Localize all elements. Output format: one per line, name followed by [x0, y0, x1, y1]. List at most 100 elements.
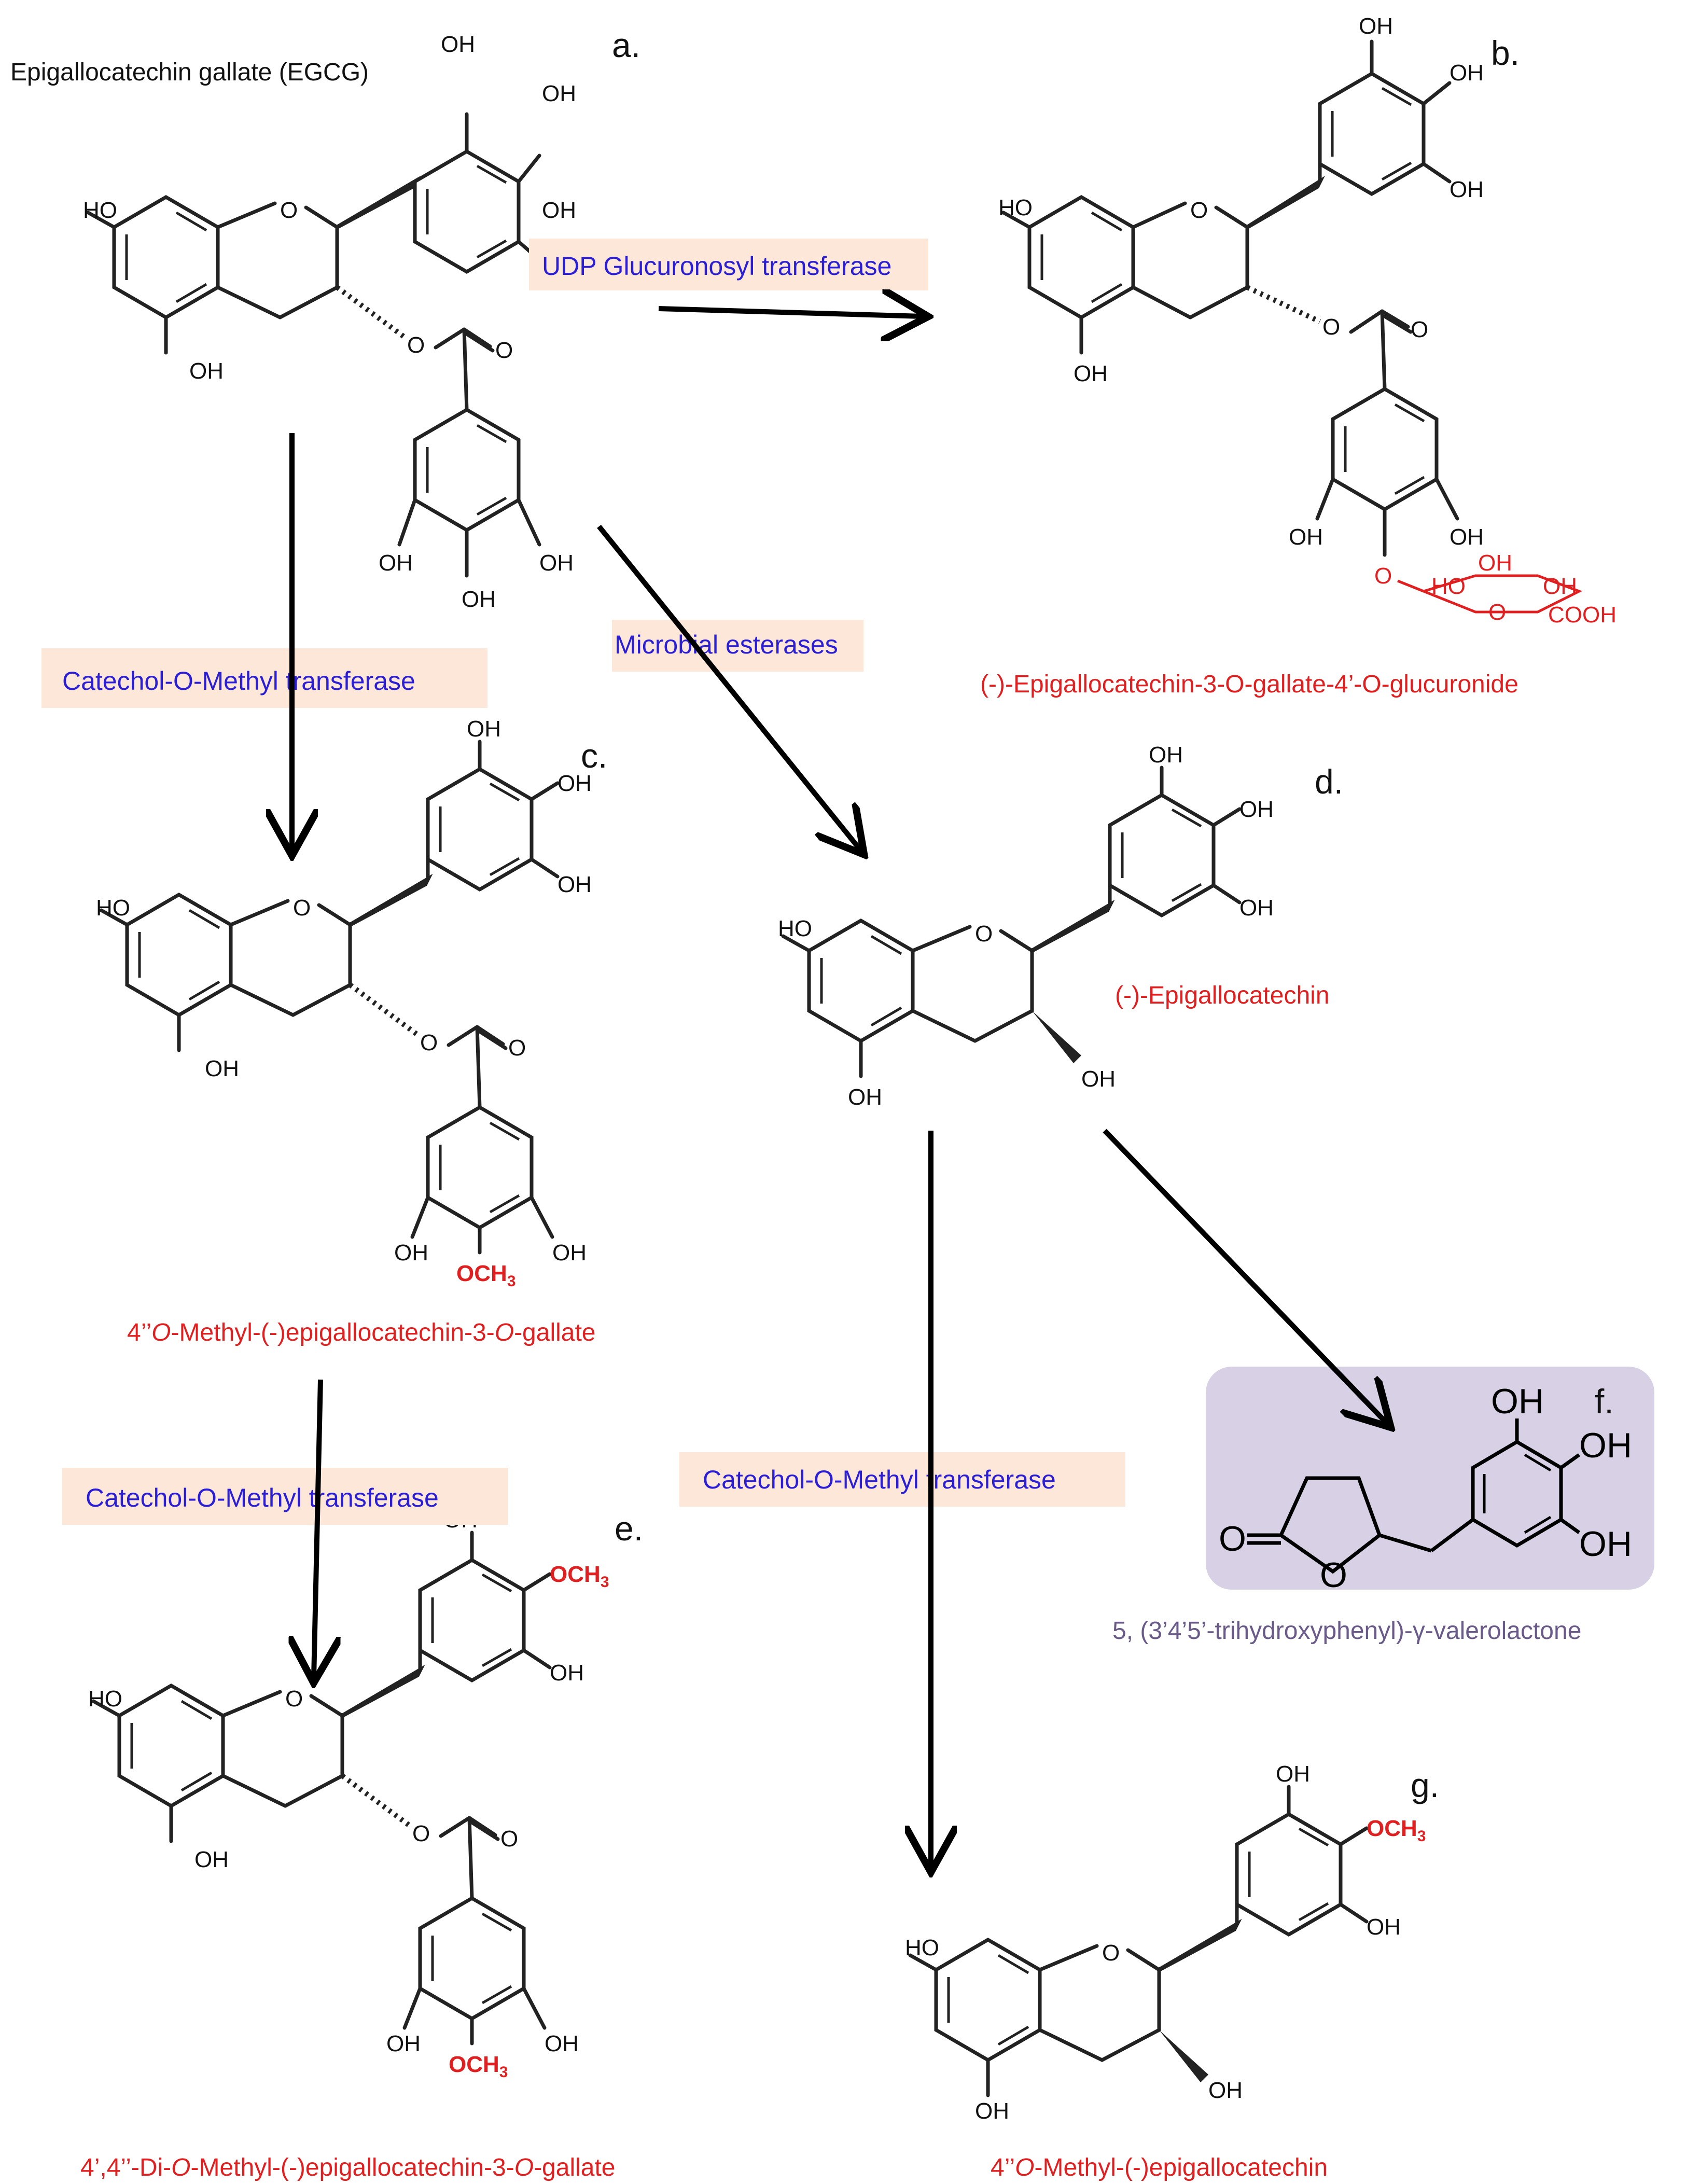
- svg-text:OH: OH: [550, 1660, 584, 1686]
- svg-text:O: O: [1320, 1555, 1347, 1595]
- svg-text:O: O: [407, 332, 425, 358]
- svg-text:HO: HO: [998, 195, 1033, 220]
- svg-text:OH: OH: [975, 2098, 1009, 2124]
- svg-text:OH: OH: [552, 1240, 587, 1265]
- compound-e-name: 4’,4’’-Di-O-Methyl-(-)epigallocatechin-3…: [80, 2154, 616, 2181]
- svg-text:O: O: [1190, 198, 1208, 223]
- compound-g-name: 4’’O-Methyl-(-)epigallocatechin: [991, 2154, 1328, 2181]
- svg-text:OH: OH: [558, 872, 592, 897]
- svg-text:OH: OH: [1450, 524, 1484, 550]
- enzyme-comt-3: Catechol-O-Methyl transferase: [679, 1452, 1125, 1507]
- svg-text:OH: OH: [189, 358, 224, 384]
- compound-e-letter: e.: [615, 1509, 643, 1548]
- svg-text:OH: OH: [558, 771, 592, 796]
- arrow-a-to-d: [597, 524, 861, 851]
- enzyme-comt-3-box: [679, 1452, 1125, 1507]
- compound-a-egcg: Epigallocatechin gallate (EGCG) a.: [10, 26, 640, 612]
- enzyme-ugt: UDP Glucuronosyl transferase: [529, 239, 928, 290]
- svg-text:COOH: COOH: [1548, 602, 1617, 628]
- svg-text:OH: OH: [462, 587, 496, 612]
- svg-text:OH: OH: [1081, 1066, 1116, 1092]
- svg-text:O: O: [420, 1030, 438, 1055]
- svg-text:O: O: [1219, 1519, 1246, 1559]
- enzyme-comt-2: Catechol-O-Methyl transferase: [62, 1468, 508, 1525]
- svg-text:OH: OH: [545, 2031, 579, 2056]
- svg-text:OH: OH: [386, 2031, 421, 2056]
- svg-text:O: O: [285, 1686, 303, 1712]
- enzyme-esterases-label: Microbial esterases: [615, 630, 838, 659]
- svg-text:OH: OH: [1074, 361, 1108, 386]
- enzyme-esterases-box: [612, 620, 863, 672]
- svg-text:O: O: [495, 338, 513, 363]
- compound-d-name: (-)-Epigallocatechin: [1115, 982, 1330, 1009]
- compound-f-name: 5, (3’4’5’-trihydroxyphenyl)-γ-valerolac…: [1112, 1617, 1581, 1645]
- svg-text:OH: OH: [542, 81, 576, 106]
- compound-g-methyl-epigallocatechin: g. HO O OH OH OCH3: [905, 1761, 1439, 2181]
- arrow-c-to-e: [314, 1379, 321, 1678]
- compound-d-letter: d.: [1315, 762, 1343, 801]
- lactone-box: [1206, 1367, 1654, 1590]
- svg-text:O: O: [975, 921, 993, 947]
- svg-text:HO: HO: [905, 1935, 939, 1960]
- compound-a-name: Epigallocatechin gallate (EGCG): [10, 59, 369, 86]
- svg-text:OCH3: OCH3: [449, 2052, 508, 2081]
- svg-text:OH: OH: [1359, 13, 1393, 39]
- compound-c-letter: c.: [581, 736, 607, 775]
- svg-text:O: O: [1322, 314, 1340, 340]
- svg-text:O: O: [412, 1821, 430, 1846]
- svg-text:OCH3: OCH3: [550, 1562, 609, 1591]
- enzyme-comt-2-box: [62, 1468, 508, 1525]
- svg-text:OH: OH: [1450, 60, 1484, 86]
- compound-f-letter: f.: [1595, 1382, 1614, 1421]
- svg-text:OH: OH: [379, 550, 413, 576]
- enzyme-esterases: Microbial esterases: [612, 620, 863, 672]
- svg-text:HO: HO: [88, 1686, 122, 1712]
- enzyme-ugt-label: UDP Glucuronosyl transferase: [542, 252, 891, 281]
- svg-text:OH: OH: [542, 198, 576, 223]
- compound-b-name: (-)-Epigallocatechin-3-O-gallate-4’-O-gl…: [980, 671, 1518, 698]
- enzyme-ugt-box: [529, 239, 928, 290]
- svg-text:OH: OH: [1579, 1524, 1632, 1564]
- svg-text:OH: OH: [1579, 1426, 1632, 1465]
- svg-text:OCH3: OCH3: [456, 1261, 515, 1290]
- svg-text:OH: OH: [1450, 177, 1484, 202]
- svg-text:O: O: [293, 895, 311, 921]
- compound-d-epigallocatechin: d. HO O OH OH OH: [778, 742, 1343, 1110]
- svg-text:OH: OH: [1543, 574, 1577, 599]
- svg-text:O: O: [1102, 1940, 1120, 1966]
- enzyme-comt-3-label: Catechol-O-Methyl transferase: [703, 1465, 1056, 1494]
- svg-text:OH: OH: [1276, 1761, 1310, 1787]
- svg-text:OH: OH: [1149, 742, 1183, 768]
- compound-c-methyl-egcg: c.: [96, 716, 607, 1346]
- svg-text:HO: HO: [83, 198, 117, 223]
- enzyme-comt-1: Catechol-O-Methyl transferase: [41, 648, 487, 708]
- arrow-a-to-b: [658, 309, 923, 316]
- svg-text:O: O: [1411, 317, 1428, 342]
- compound-f-valerolactone: f. O O OH OH OH 5, (3’4’5’-trihydroxyphe…: [1112, 1367, 1654, 1645]
- svg-text:HO: HO: [778, 916, 812, 941]
- enzyme-comt-1-label: Catechol-O-Methyl transferase: [62, 666, 415, 695]
- svg-text:OH: OH: [539, 550, 574, 576]
- svg-text:OH: OH: [1289, 524, 1323, 550]
- svg-text:OH: OH: [467, 716, 501, 742]
- svg-text:OH: OH: [441, 32, 475, 57]
- svg-text:OH: OH: [1239, 797, 1274, 822]
- svg-text:O: O: [500, 1826, 518, 1852]
- enzyme-comt-1-box: [41, 648, 487, 708]
- svg-text:OCH3: OCH3: [1367, 1816, 1426, 1845]
- svg-text:HO: HO: [1431, 574, 1466, 599]
- compound-c-name: 4’’O-Methyl-(-)epigallocatechin-3-O-gall…: [127, 1319, 596, 1346]
- compound-g-letter: g.: [1411, 1766, 1439, 1804]
- compound-b-glucuronide: b.: [980, 13, 1617, 698]
- svg-text:OH: OH: [1208, 2078, 1243, 2103]
- svg-text:OH: OH: [848, 1084, 882, 1110]
- svg-text:O: O: [508, 1035, 526, 1061]
- arrow-d-to-f: [1103, 1129, 1387, 1424]
- svg-text:O: O: [1488, 600, 1506, 625]
- compound-e-dimethyl-egcg: e.: [80, 1507, 643, 2181]
- svg-text:OH: OH: [194, 1847, 229, 1872]
- svg-text:O: O: [280, 198, 298, 223]
- svg-text:OH: OH: [205, 1056, 239, 1081]
- svg-text:OH: OH: [1367, 1914, 1401, 1940]
